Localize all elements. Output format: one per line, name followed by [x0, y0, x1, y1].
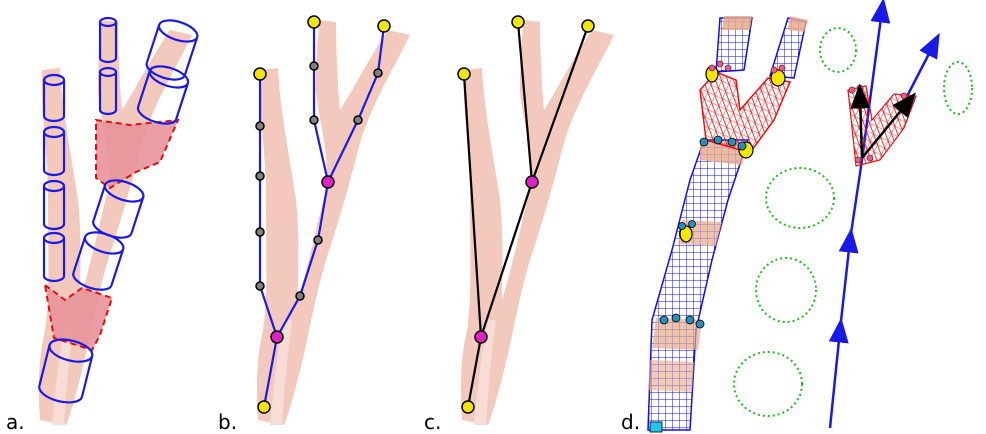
endpoint-node — [461, 400, 475, 414]
branch-node — [270, 330, 284, 344]
endpoint-node — [457, 67, 471, 81]
top-cap — [722, 16, 752, 30]
panel-a-cylinder-fitting — [38, 16, 199, 425]
branch-node — [525, 175, 539, 189]
axis-arrows — [828, 0, 940, 429]
junction-region-upper — [95, 118, 180, 190]
inner-node — [309, 61, 319, 71]
endpoint-node — [307, 15, 321, 29]
panel-label-c: c. — [424, 410, 442, 434]
panel-b-skeleton-graph — [253, 15, 410, 425]
junction-region-lower — [43, 282, 114, 352]
fork-inset-arrows — [850, 83, 916, 159]
cylinders-left-branch — [42, 73, 66, 283]
skeleton-edges — [258, 22, 386, 408]
inner-node — [255, 227, 265, 237]
panel-label-a: a. — [6, 410, 25, 434]
inner-node — [313, 235, 323, 245]
trunk-surface-patch — [652, 318, 702, 350]
skeleton-nodes — [253, 15, 391, 414]
top-cap — [788, 16, 808, 32]
branch-silhouette-b — [256, 20, 410, 425]
panel-label-d: d. — [621, 410, 641, 434]
panel-c-simplified-skeleton — [457, 15, 614, 425]
inner-node — [295, 291, 305, 301]
trunk-surface-patch — [648, 360, 694, 392]
endpoint-node — [257, 400, 271, 414]
top-node-markers — [708, 60, 786, 74]
branch-node — [321, 175, 335, 189]
point-cloud-slices — [733, 27, 973, 417]
branch-node — [474, 330, 488, 344]
panel-d-mesh-and-pointcloud — [647, 0, 973, 433]
endpoint-node — [581, 19, 595, 33]
panel-label-b: b. — [218, 410, 238, 434]
cylinders-middle-branch — [98, 16, 118, 116]
endpoint-node — [253, 67, 267, 81]
inner-node — [309, 115, 319, 125]
simplified-edges — [462, 21, 590, 408]
simplified-nodes — [457, 15, 595, 414]
inner-node — [255, 171, 265, 181]
inner-node — [255, 121, 265, 131]
endpoint-node — [511, 15, 525, 29]
inner-node — [255, 281, 265, 291]
inner-node — [353, 115, 363, 125]
cylinders-right-branch — [38, 19, 199, 404]
endpoint-node — [377, 19, 391, 33]
inner-node — [373, 68, 383, 78]
branch-silhouette-c — [460, 20, 614, 425]
ring-markers — [649, 135, 747, 433]
